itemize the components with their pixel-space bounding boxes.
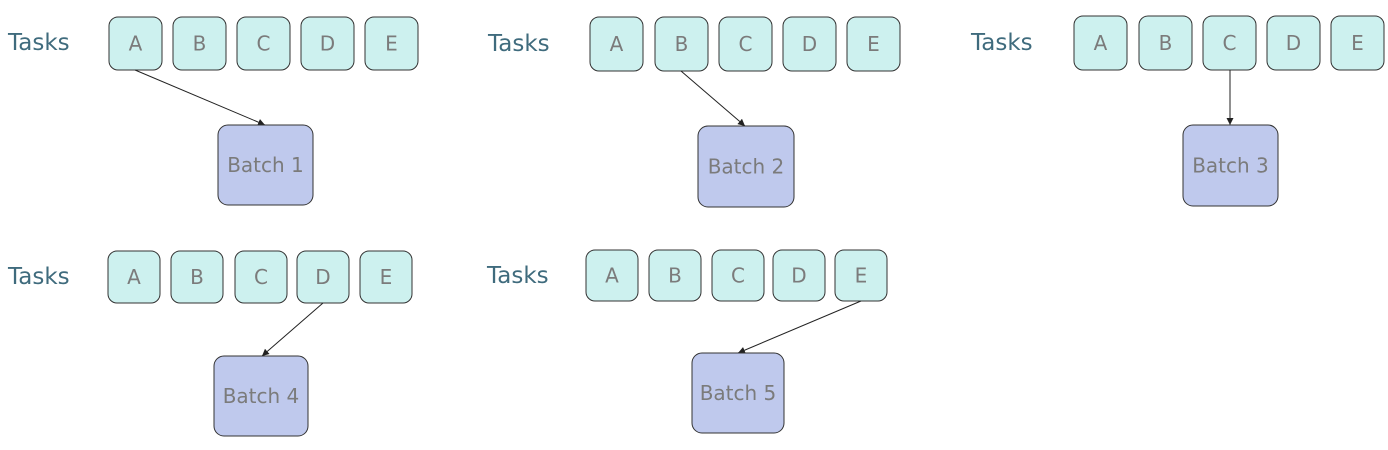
task-label-d: D xyxy=(791,264,806,288)
task-box-d xyxy=(1266,15,1321,71)
task-box-d xyxy=(772,249,826,302)
task-label-e: E xyxy=(380,265,393,289)
task-label-a: A xyxy=(605,264,619,288)
task-box-a xyxy=(589,16,644,72)
task-row: A B C D E xyxy=(107,250,413,304)
task-box-c xyxy=(236,16,291,71)
task-label-a: A xyxy=(1094,31,1108,55)
assignment-arrow xyxy=(134,69,266,126)
batch-label: Batch 1 xyxy=(227,153,304,177)
task-label-d: D xyxy=(315,265,330,289)
batch-box xyxy=(217,124,314,206)
task-box-e xyxy=(359,250,413,304)
batch-box xyxy=(213,355,309,437)
task-box-a xyxy=(585,249,639,302)
task-box-c xyxy=(711,249,765,302)
task-box-b xyxy=(172,16,227,71)
tasks-label: Tasks xyxy=(7,264,70,290)
batch-label: Batch 4 xyxy=(223,384,300,408)
task-box-a xyxy=(107,250,161,304)
batch-box xyxy=(691,352,785,434)
task-row: A B C D E xyxy=(589,16,901,72)
tasks-label: Tasks xyxy=(486,263,549,289)
task-box-e xyxy=(364,16,419,71)
task-label-e: E xyxy=(1351,31,1364,55)
task-box-d xyxy=(300,16,355,71)
task-label-e: E xyxy=(385,32,398,56)
assignment-arrow xyxy=(261,302,324,357)
batch-label: Batch 5 xyxy=(700,381,777,405)
task-label-c: C xyxy=(254,265,268,289)
task-box-a xyxy=(1073,15,1128,71)
tasks-label: Tasks xyxy=(7,30,70,56)
task-label-a: A xyxy=(610,32,624,56)
tasks-label: Tasks xyxy=(487,31,550,57)
task-box-c xyxy=(234,250,288,304)
task-row: A B C D E xyxy=(1073,15,1385,71)
task-box-c xyxy=(718,16,773,72)
task-label-d: D xyxy=(320,32,335,56)
task-box-d xyxy=(782,16,837,72)
task-label-c: C xyxy=(739,32,753,56)
task-label-c: C xyxy=(257,32,271,56)
task-row: A B C D E xyxy=(585,249,888,302)
task-label-c: C xyxy=(1223,31,1237,55)
group-5: Tasks A B C D E Batch 5 xyxy=(486,249,888,434)
tasks-label: Tasks xyxy=(970,30,1033,56)
task-label-e: E xyxy=(855,264,868,288)
task-label-a: A xyxy=(127,265,141,289)
batch-box xyxy=(697,125,795,208)
task-label-c: C xyxy=(731,264,745,288)
batch-label: Batch 3 xyxy=(1192,154,1269,178)
task-row: A B C D E xyxy=(108,16,419,71)
task-box-b xyxy=(170,250,224,304)
task-label-b: B xyxy=(190,265,204,289)
group-2: Tasks A B C D E Batch 2 xyxy=(487,16,901,208)
task-label-b: B xyxy=(193,32,207,56)
assignment-arrow xyxy=(680,70,746,127)
task-box-e xyxy=(846,16,901,72)
task-label-d: D xyxy=(802,32,817,56)
task-label-d: D xyxy=(1286,31,1301,55)
group-4: Tasks A B C D E Batch 4 xyxy=(7,250,413,437)
task-label-b: B xyxy=(675,32,689,56)
group-3: Tasks A B C D E Batch 3 xyxy=(970,15,1385,207)
task-box-b xyxy=(1138,15,1193,71)
task-box-b xyxy=(648,249,702,302)
task-label-b: B xyxy=(1159,31,1173,55)
assignment-arrow xyxy=(737,300,862,354)
task-label-e: E xyxy=(867,32,880,56)
task-label-b: B xyxy=(668,264,682,288)
batch-box xyxy=(1182,124,1279,207)
group-1: Tasks A B C D E Batch 1 xyxy=(7,16,419,206)
task-label-a: A xyxy=(129,32,143,56)
batch-label: Batch 2 xyxy=(708,155,785,179)
task-box-e xyxy=(1330,15,1385,71)
